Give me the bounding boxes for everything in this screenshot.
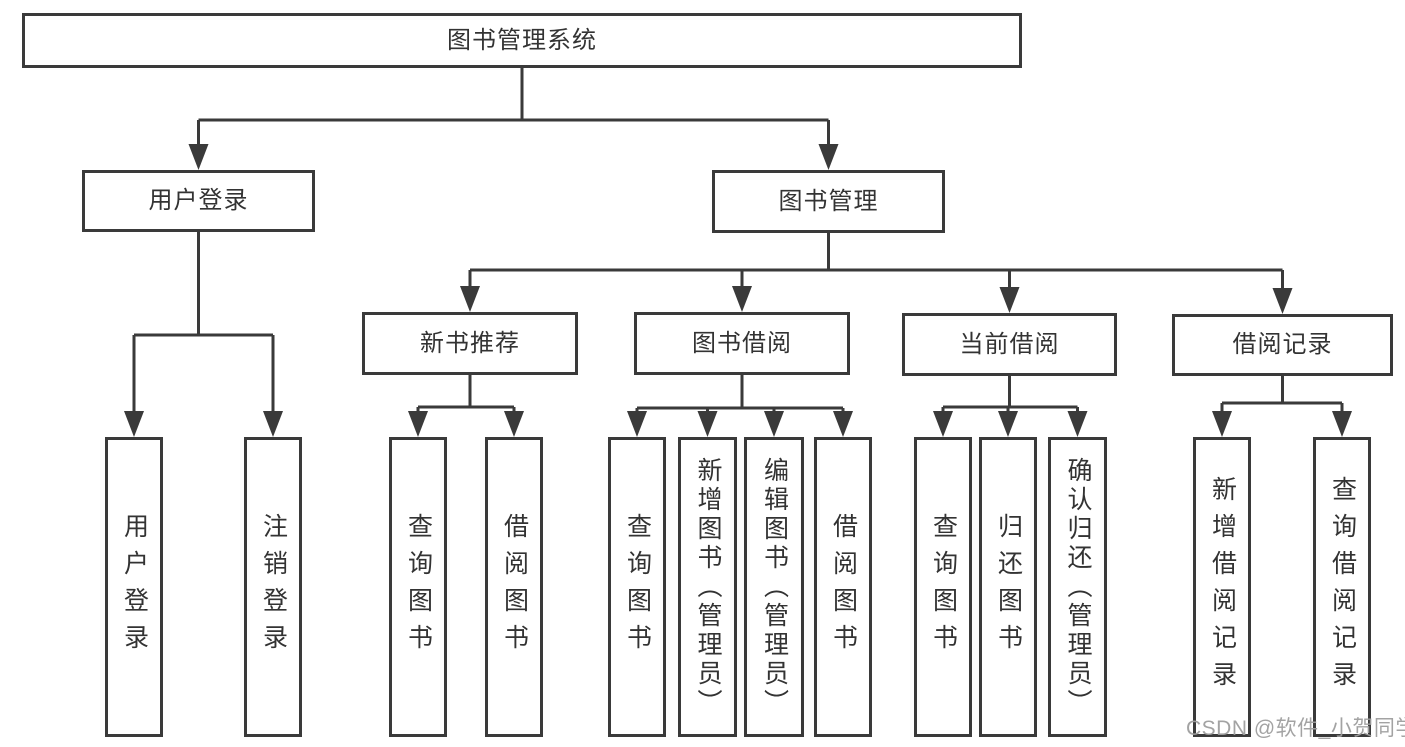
node-book-borrow: 图书借阅 [634,312,850,375]
node-book-management: 图书管理 [712,170,945,233]
node-add-book-admin: 新增图书（管理员） [678,437,737,737]
node-return-book: 归还图书 [979,437,1037,737]
node-borrow-book-2: 借阅图书 [814,437,872,737]
node-query-book-3: 查询图书 [914,437,972,737]
node-borrow-records: 借阅记录 [1172,314,1393,376]
node-user-login: 用户登录 [82,170,315,232]
node-logout: 注销登录 [244,437,302,737]
node-confirm-return-admin: 确认归还（管理员） [1048,437,1107,737]
node-add-borrow-record: 新增借阅记录 [1193,437,1251,737]
node-query-borrow-record: 查询借阅记录 [1313,437,1371,737]
node-new-book-recommend: 新书推荐 [362,312,578,375]
node-edit-book-admin: 编辑图书（管理员） [744,437,804,737]
node-root: 图书管理系统 [22,13,1022,68]
node-query-book-1: 查询图书 [389,437,447,737]
node-borrow-book-1: 借阅图书 [485,437,543,737]
node-login: 用户登录 [105,437,163,737]
node-query-book-2: 查询图书 [608,437,666,737]
csdn-watermark: CSDN @软件_小贺同学 [1186,717,1405,740]
node-current-borrow: 当前借阅 [902,313,1117,376]
